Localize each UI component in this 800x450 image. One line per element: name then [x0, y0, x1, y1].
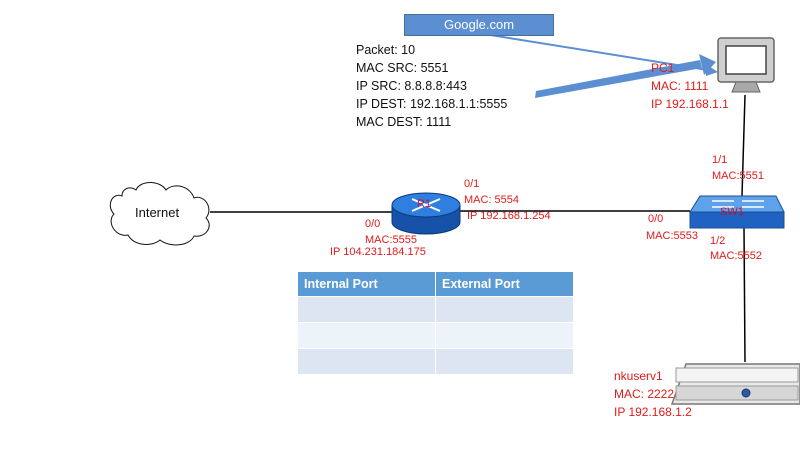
link-pc-switch — [741, 94, 746, 197]
pc1-mac: MAC: 1111 — [651, 79, 709, 93]
packet-ip-dest: IP DEST: 192.168.1.1:5555 — [356, 97, 508, 111]
router-port-outside: 0/0 — [365, 218, 381, 230]
switch-mac-pc: MAC:5551 — [712, 170, 764, 182]
nat-table-header-row: Internal Port External Port — [298, 272, 574, 297]
internet-cloud-icon — [109, 182, 210, 246]
server-icon — [670, 363, 800, 405]
server-ip: IP 192.168.1.2 — [614, 405, 692, 419]
link-switch-server — [743, 227, 746, 363]
nat-header-external-port: External Port — [435, 272, 574, 297]
internet-label: Internet — [135, 205, 180, 220]
switch-name: SW1 — [720, 206, 744, 218]
router-icon — [391, 192, 461, 235]
table-row — [298, 296, 574, 323]
table-cell — [298, 348, 436, 374]
packet-arrow — [535, 54, 716, 98]
packet-ip-src: IP SRC: 8.8.8.8:443 — [356, 79, 467, 93]
table-cell — [298, 322, 436, 349]
packet-mac-src: MAC SRC: 5551 — [356, 61, 449, 75]
google-box: Google.com — [404, 14, 554, 36]
table-cell — [435, 296, 574, 323]
pc1-name: PC1 — [651, 61, 675, 75]
pc-monitor-icon — [717, 37, 775, 93]
router-mac-outside: MAC:5555 — [365, 234, 417, 246]
nat-header-internal-port: Internal Port — [298, 272, 436, 297]
packet-number: Packet: 10 — [356, 43, 416, 57]
switch-port-server: 1/2 — [710, 235, 726, 247]
server-mac: MAC: 2222 — [614, 387, 675, 401]
pc1-ip: IP 192.168.1.1 — [651, 97, 729, 111]
table-row — [298, 322, 574, 349]
packet-info: Packet: 10 MAC SRC: 5551 IP SRC: 8.8.8.8… — [356, 41, 507, 131]
table-cell — [298, 296, 436, 323]
table-cell — [435, 322, 574, 349]
table-row — [298, 348, 574, 374]
switch-port-pc: 1/1 — [712, 154, 728, 166]
switch-mac-router: MAC:5553 — [646, 230, 698, 242]
router-ip-inside: IP 192.168.1.254 — [467, 210, 551, 222]
switch-port-router: 0/0 — [648, 213, 664, 225]
router-name: R1 — [417, 198, 432, 210]
server-name: nkuserv1 — [614, 369, 663, 383]
table-cell — [435, 348, 574, 374]
packet-mac-dest: MAC DEST: 1111 — [356, 115, 452, 129]
router-mac-inside: MAC: 5554 — [464, 194, 520, 206]
switch-icon — [689, 195, 785, 229]
switch-mac-server: MAC:5552 — [710, 250, 762, 262]
nat-table: Internal Port External Port — [298, 272, 574, 374]
router-ip-outside: IP 104.231.184.175 — [330, 246, 426, 258]
router-port-inside: 0/1 — [464, 178, 480, 190]
